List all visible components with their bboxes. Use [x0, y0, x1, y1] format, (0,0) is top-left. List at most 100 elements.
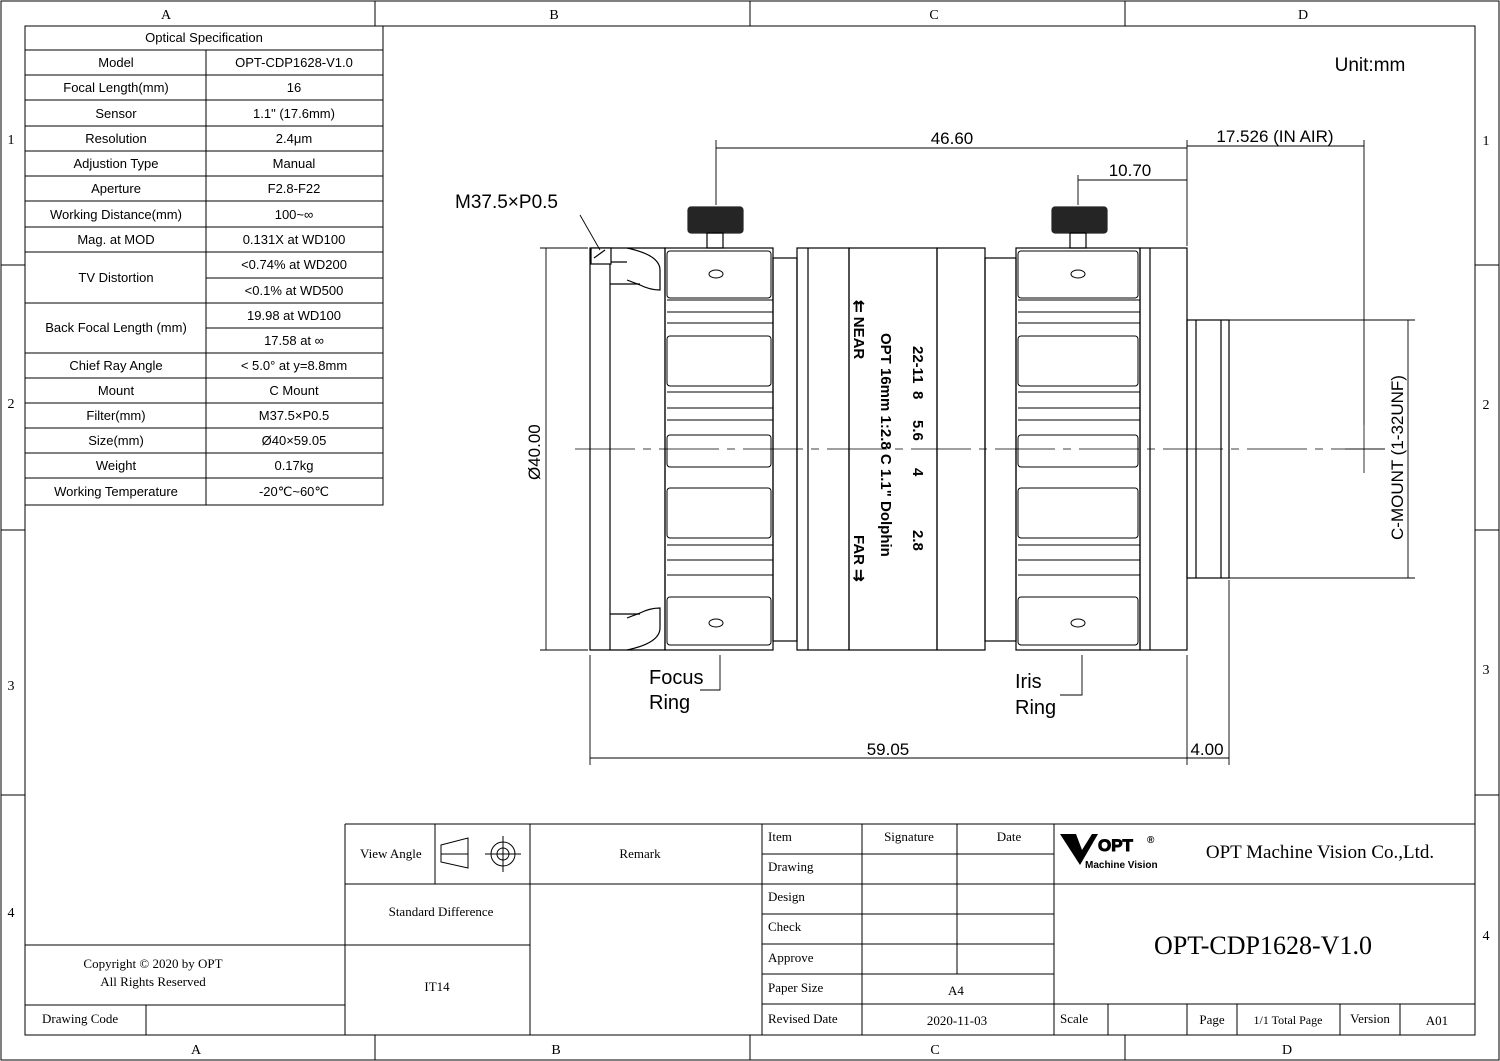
iris-ring-label-2: Ring	[1015, 697, 1056, 719]
row-label-right-4: 4	[1483, 929, 1490, 944]
row-label-left-3: 3	[8, 679, 15, 694]
logo-registered-mark: ®	[1147, 835, 1155, 846]
dim-46-60: 46.60	[931, 129, 974, 148]
dim-10-70: 10.70	[1109, 161, 1152, 180]
row-label-right-2: 2	[1483, 398, 1490, 413]
opt-logo: OPT ® Machine Vision	[1060, 834, 1158, 871]
spec-label-weight: Weight	[96, 458, 137, 473]
title-block	[25, 823, 1475, 1035]
view-angle-label: View Angle	[360, 846, 422, 861]
spec-table: Optical Specification Model OPT-CDP1628-…	[24, 25, 384, 506]
spec-label-resolution: Resolution	[85, 131, 146, 146]
dim-4-00: 4.00	[1190, 740, 1223, 759]
col-label-bottom-c: C	[930, 1043, 939, 1058]
spec-value-wd: 100~∞	[275, 207, 314, 222]
remark-label: Remark	[619, 846, 661, 861]
col-label-top-b: B	[549, 8, 558, 23]
lens-engraving: ⇇ NEAR FAR ⇉ OPT 16mm 1:2.8 C 1.1" Dolph…	[850, 300, 926, 582]
spec-value-cra: < 5.0° at y=8.8mm	[241, 358, 347, 373]
logo-subtitle: Machine Vision	[1085, 860, 1158, 871]
c-mount-label: C-MOUNT (1-32UNF)	[1388, 375, 1407, 540]
dim-diameter: Ø40.00	[525, 424, 544, 480]
lens-scale-2-8: 2.8	[909, 530, 926, 551]
focus-ring-label-2: Ring	[649, 692, 690, 714]
col-label-bottom-a: A	[191, 1043, 202, 1058]
spec-value-bfl-1: 19.98 at WD100	[247, 308, 341, 323]
row-label-left-4: 4	[8, 906, 15, 921]
spec-value-adjustion: Manual	[273, 156, 316, 171]
spec-label-model: Model	[98, 55, 134, 70]
col-label-bottom-b: B	[551, 1043, 560, 1058]
dim-17-526: 17.526 (IN AIR)	[1216, 127, 1333, 146]
copyright-line-1: Copyright © 2020 by OPT	[83, 956, 222, 971]
spec-label-mag: Mag. at MOD	[77, 232, 154, 247]
spec-value-tv-1: <0.74% at WD200	[241, 257, 347, 272]
revised-date-value: 2020-11-03	[927, 1013, 987, 1028]
drawing-code-label: Drawing Code	[42, 1011, 118, 1026]
lens-scale-8: 8	[909, 391, 926, 399]
signature-header: Signature	[884, 829, 934, 844]
row-approve: Approve	[768, 950, 814, 965]
spec-label-focal: Focal Length(mm)	[63, 80, 168, 95]
spec-value-mag: 0.131X at WD100	[243, 232, 346, 247]
paper-size-label: Paper Size	[768, 980, 823, 995]
date-header: Date	[997, 829, 1022, 844]
lens-model-engraving: OPT 16mm 1:2.8 C 1.1" Dolphin	[877, 333, 894, 557]
thread-label: M37.5×P0.5	[455, 192, 558, 213]
lens-near-label: ⇇ NEAR	[850, 300, 867, 359]
spec-value-temp: -20℃~60℃	[259, 484, 329, 499]
spec-label-adjustion: Adjustion Type	[73, 156, 158, 171]
spec-value-sensor: 1.1" (17.6mm)	[253, 106, 335, 121]
spec-title: Optical Specification	[145, 30, 263, 45]
title-block-text: View Angle Remark Standard Difference IT…	[42, 829, 1448, 1028]
col-label-top-d: D	[1298, 8, 1308, 23]
col-label-bottom-d: D	[1282, 1043, 1292, 1058]
spec-label-temp: Working Temperature	[54, 484, 178, 499]
dimension-lines	[540, 140, 1415, 765]
spec-label-mount: Mount	[98, 383, 135, 398]
spec-label-cra: Chief Ray Angle	[69, 358, 162, 373]
spec-value-aperture: F2.8-F22	[268, 181, 321, 196]
iris-ring-label-1: Iris	[1015, 671, 1042, 693]
lens-scale-4: 4	[909, 468, 926, 477]
version-label: Version	[1350, 1011, 1390, 1026]
lens-scale-22-11: 22-11	[909, 346, 926, 384]
spec-label-aperture: Aperture	[91, 181, 141, 196]
spec-value-bfl-2: 17.58 at ∞	[264, 333, 324, 348]
spec-value-focal: 16	[287, 80, 301, 95]
spec-label-size: Size(mm)	[88, 433, 144, 448]
spec-value-filter: M37.5×P0.5	[259, 408, 329, 423]
spec-value-resolution: 2.4μm	[276, 131, 312, 146]
dimension-text: 46.60 10.70 17.526 (IN AIR) 59.05 4.00 Ø…	[455, 127, 1407, 759]
spec-value-model: OPT-CDP1628-V1.0	[235, 55, 353, 70]
lens-scale-5-6: 5.6	[909, 420, 926, 441]
spec-label-sensor: Sensor	[95, 106, 137, 121]
part-number: OPT-CDP1628-V1.0	[1154, 931, 1372, 960]
focus-ring-label-1: Focus	[649, 667, 703, 689]
paper-size-value: A4	[948, 983, 964, 998]
spec-value-mount: C Mount	[269, 383, 319, 398]
grid-labels: A B C D A B C D 1 2 3 4 1 2 3 4	[8, 8, 1490, 1058]
total-page-label: 1/1 Total Page	[1254, 1013, 1323, 1027]
spec-label-wd: Working Distance(mm)	[50, 207, 182, 222]
spec-value-weight: 0.17kg	[274, 458, 313, 473]
row-design: Design	[768, 889, 805, 904]
row-label-right-3: 3	[1483, 663, 1490, 678]
item-header: Item	[768, 829, 792, 844]
row-label-left-2: 2	[8, 397, 15, 412]
copyright-line-2: All Rights Reserved	[100, 974, 206, 989]
page-label: Page	[1199, 1012, 1225, 1027]
row-drawing: Drawing	[768, 859, 814, 874]
lens-drawing	[575, 206, 1385, 651]
version-value: A01	[1426, 1013, 1448, 1028]
revised-date-label: Revised Date	[768, 1011, 838, 1026]
company-name: OPT Machine Vision Co.,Ltd.	[1206, 842, 1434, 863]
row-label-left-1: 1	[8, 133, 15, 148]
row-check: Check	[768, 919, 802, 934]
dim-59-05: 59.05	[867, 740, 910, 759]
unit-label: Unit:mm	[1335, 55, 1406, 76]
row-label-right-1: 1	[1483, 134, 1490, 149]
col-label-top-c: C	[929, 8, 938, 23]
